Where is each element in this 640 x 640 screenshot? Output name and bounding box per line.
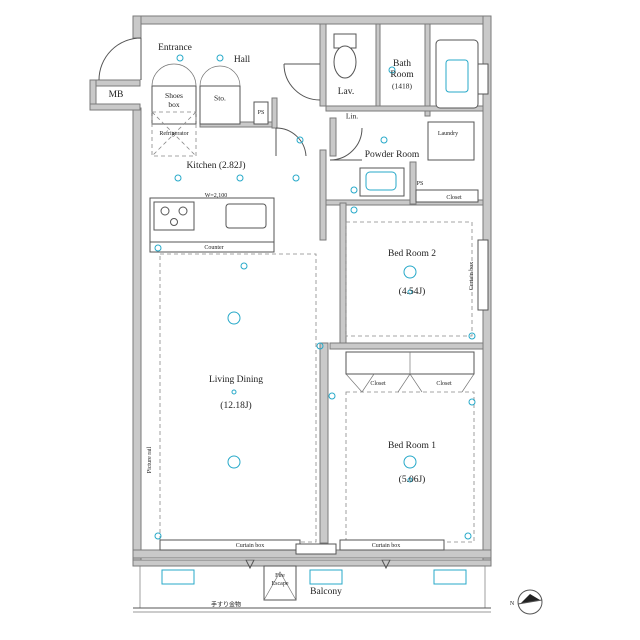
closet-label-br2: Closet xyxy=(446,195,462,201)
room-label-ps-upper: PS xyxy=(257,110,265,116)
arrow-ld xyxy=(245,559,255,570)
room-size-bed-room-2: (4.54J) xyxy=(398,287,426,297)
curtain-box-side-label: Curtain box xyxy=(469,261,475,291)
room-label-storage: Sto. xyxy=(214,93,226,103)
room-label-laundry: Laundry xyxy=(437,131,459,137)
powder-sink xyxy=(359,167,405,197)
room-label-entrance: Entrance xyxy=(158,43,192,53)
br2-dashed-area xyxy=(345,221,473,337)
room-label-bed-room-2: Bed Room 2 xyxy=(387,249,437,259)
entrance-storage xyxy=(151,63,269,125)
ld-dashed-area xyxy=(159,253,317,543)
refrigerator-label: Refrigerator xyxy=(159,131,189,137)
room-label-powder-room: Powder Room xyxy=(364,150,420,160)
br2-window xyxy=(477,239,489,311)
picture-rail-label: Picture rail xyxy=(147,446,153,474)
arrow-br1 xyxy=(381,559,391,570)
room-label-bath-size: (1418) xyxy=(392,81,412,91)
compass-icon xyxy=(517,589,543,615)
lighting-marks xyxy=(154,54,476,540)
room-label-balcony: Balcony xyxy=(310,587,342,597)
br1-dashed-area xyxy=(345,391,475,543)
entrance-door xyxy=(98,37,142,81)
room-label-bed-room-1: Bed Room 1 xyxy=(387,441,437,451)
closet-label-a: Closet xyxy=(370,381,386,387)
bath-window xyxy=(477,63,489,95)
closet-label-b: Closet xyxy=(436,381,452,387)
room-label-hall: Hall xyxy=(233,55,251,65)
refrigerator xyxy=(151,111,197,157)
curtain-box-ld-label: Curtain box xyxy=(235,543,265,549)
counter-label: Counter xyxy=(204,245,224,251)
interior-walls xyxy=(199,23,484,544)
railing-label: 手すり金物 xyxy=(210,602,242,609)
kitchen-note: W=2,100 xyxy=(204,193,228,199)
room-label-lav: Lav. xyxy=(337,87,355,97)
closet-br2 xyxy=(415,189,479,203)
laundry-space xyxy=(427,121,475,161)
room-label-kitchen: Kitchen (2.82J) xyxy=(186,161,246,171)
balcony xyxy=(132,559,492,613)
room-size-bed-room-1: (5.06J) xyxy=(398,475,426,485)
room-label-bath: Bath Room xyxy=(390,59,414,80)
br1-closets xyxy=(345,351,475,393)
room-label-lin: Lin. xyxy=(345,111,359,121)
bottom-windows xyxy=(159,539,445,555)
kitchen-door xyxy=(275,127,307,157)
compass-label: N xyxy=(509,601,515,607)
outer-walls xyxy=(89,15,492,563)
curtain-box-br1-label: Curtain box xyxy=(371,543,401,549)
fire-escape-label: Fire Escape xyxy=(271,573,289,587)
room-label-ps-lower: PS xyxy=(416,181,424,187)
powder-door xyxy=(329,127,363,161)
room-size-living-dining: (12.18J) xyxy=(220,401,252,411)
room-label-living-dining: Living Dining xyxy=(208,375,264,385)
room-label-mb: MB xyxy=(108,90,124,100)
room-label-shoes-box: Shoes box xyxy=(165,91,183,109)
bathtub xyxy=(435,39,479,109)
hall-door xyxy=(283,63,321,101)
toilet xyxy=(333,33,357,79)
kitchen-counter xyxy=(149,197,275,253)
